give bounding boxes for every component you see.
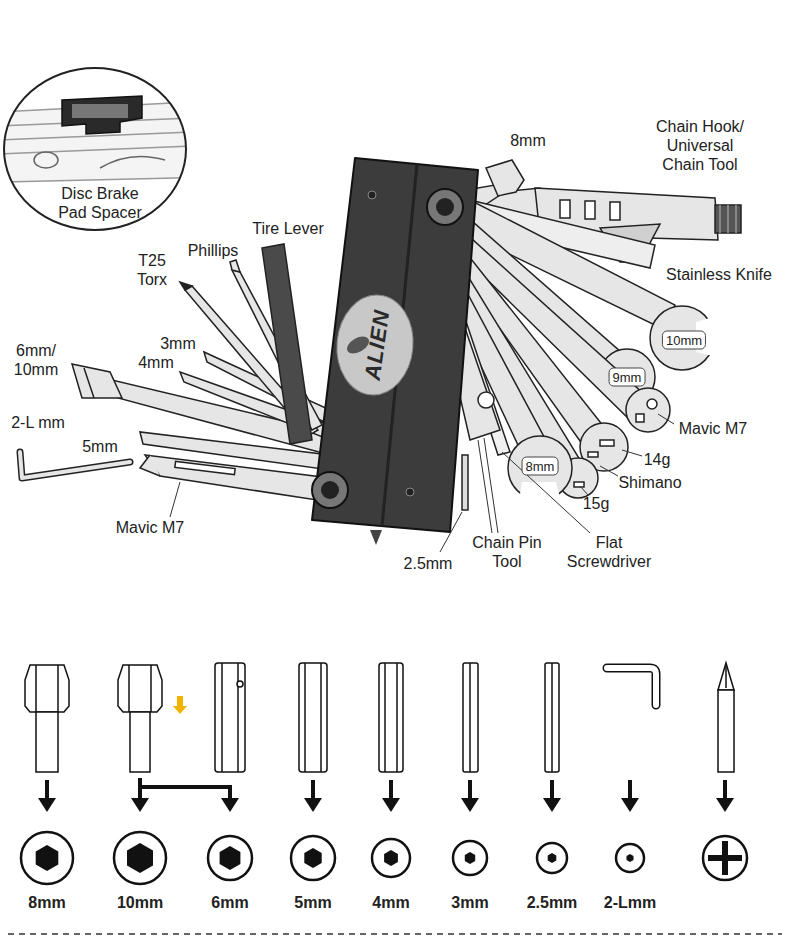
part-label: Phillips bbox=[188, 241, 239, 260]
label-anchor: 9mm bbox=[609, 368, 646, 387]
label-anchor: Shimano bbox=[618, 473, 681, 492]
size-label: 3mm bbox=[451, 893, 488, 912]
part-label: 8mm bbox=[522, 457, 559, 476]
label-anchor: Flat Screwdriver bbox=[563, 533, 655, 571]
part-label: Stainless Knife bbox=[666, 265, 772, 284]
part-label: 3mm bbox=[160, 334, 196, 353]
label-anchor: ALIEN bbox=[363, 308, 394, 381]
part-label: Tire Lever bbox=[252, 219, 323, 238]
left-tools bbox=[20, 244, 330, 502]
label-anchor: 3mm bbox=[160, 334, 196, 353]
label-anchor: T25 Torx bbox=[131, 251, 173, 289]
part-label: 14g bbox=[644, 450, 671, 469]
label-anchor: 2-Lmm bbox=[604, 893, 656, 912]
size-label: 5mm bbox=[294, 893, 331, 912]
label-anchor: 5mm bbox=[294, 893, 331, 912]
label-anchor: Chain Pin Tool bbox=[467, 533, 547, 571]
label-anchor: 5mm bbox=[82, 437, 118, 456]
part-label: 10mm bbox=[662, 331, 706, 350]
right-tools bbox=[440, 160, 741, 510]
inset-ground bbox=[0, 68, 190, 230]
label-anchor: Mavic M7 bbox=[116, 518, 184, 537]
part-label: Flat Screwdriver bbox=[563, 533, 655, 571]
label-anchor: Chain Hook/ Universal Chain Tool bbox=[650, 117, 750, 174]
part-label: 4mm bbox=[138, 353, 174, 372]
label-anchor: 8mm bbox=[522, 457, 559, 476]
brand-logo: ALIEN bbox=[363, 308, 392, 381]
part-label: Mavic M7 bbox=[116, 518, 184, 537]
label-anchor: 8mm bbox=[28, 893, 65, 912]
part-label: 9mm bbox=[609, 368, 646, 387]
size-label: 2.5mm bbox=[527, 893, 578, 912]
part-label: 2-L mm bbox=[11, 413, 65, 432]
part-label: 8mm bbox=[510, 131, 546, 150]
size-label: 6mm bbox=[211, 893, 248, 912]
label-anchor: 4mm bbox=[372, 893, 409, 912]
size-label: 8mm bbox=[28, 893, 65, 912]
part-label: Mavic M7 bbox=[679, 419, 747, 438]
label-anchor: 4mm bbox=[138, 353, 174, 372]
label-anchor: 6mm bbox=[211, 893, 248, 912]
label-anchor: 10mm bbox=[662, 331, 706, 350]
part-label: 5mm bbox=[82, 437, 118, 456]
label-anchor: 8mm bbox=[510, 131, 546, 150]
label-anchor: 2.5mm bbox=[527, 893, 578, 912]
label-anchor: 10mm bbox=[117, 893, 163, 912]
tool-body bbox=[312, 158, 478, 545]
label-anchor: 3mm bbox=[451, 893, 488, 912]
part-label: Chain Hook/ Universal Chain Tool bbox=[650, 117, 750, 174]
label-anchor: 6mm/ 10mm bbox=[11, 341, 61, 379]
size-label: 10mm bbox=[117, 893, 163, 912]
label-anchor: 15g bbox=[583, 494, 610, 513]
part-label: 2.5mm bbox=[404, 554, 453, 573]
size-label: 2-Lmm bbox=[604, 893, 656, 912]
label-anchor: 2-L mm bbox=[11, 413, 65, 432]
inset-circle: Disc Brake Pad Spacer bbox=[2, 66, 188, 232]
part-label: 6mm/ 10mm bbox=[11, 341, 61, 379]
part-label: Chain Pin Tool bbox=[467, 533, 547, 571]
label-anchor: 2.5mm bbox=[404, 554, 453, 573]
inset-caption: Disc Brake Pad Spacer bbox=[54, 184, 146, 222]
inset-ellipse bbox=[4, 68, 186, 230]
part-label: 15g bbox=[583, 494, 610, 513]
label-anchor: Stainless Knife bbox=[666, 265, 772, 284]
part-label: T25 Torx bbox=[131, 251, 173, 289]
label-anchor: Tire Lever bbox=[252, 219, 323, 238]
part-label: Shimano bbox=[618, 473, 681, 492]
label-anchor: 14g bbox=[644, 450, 671, 469]
size-label: 4mm bbox=[372, 893, 409, 912]
label-anchor: Mavic M7 bbox=[679, 419, 747, 438]
leader-lines bbox=[170, 414, 674, 552]
label-anchor: Phillips bbox=[188, 241, 239, 260]
